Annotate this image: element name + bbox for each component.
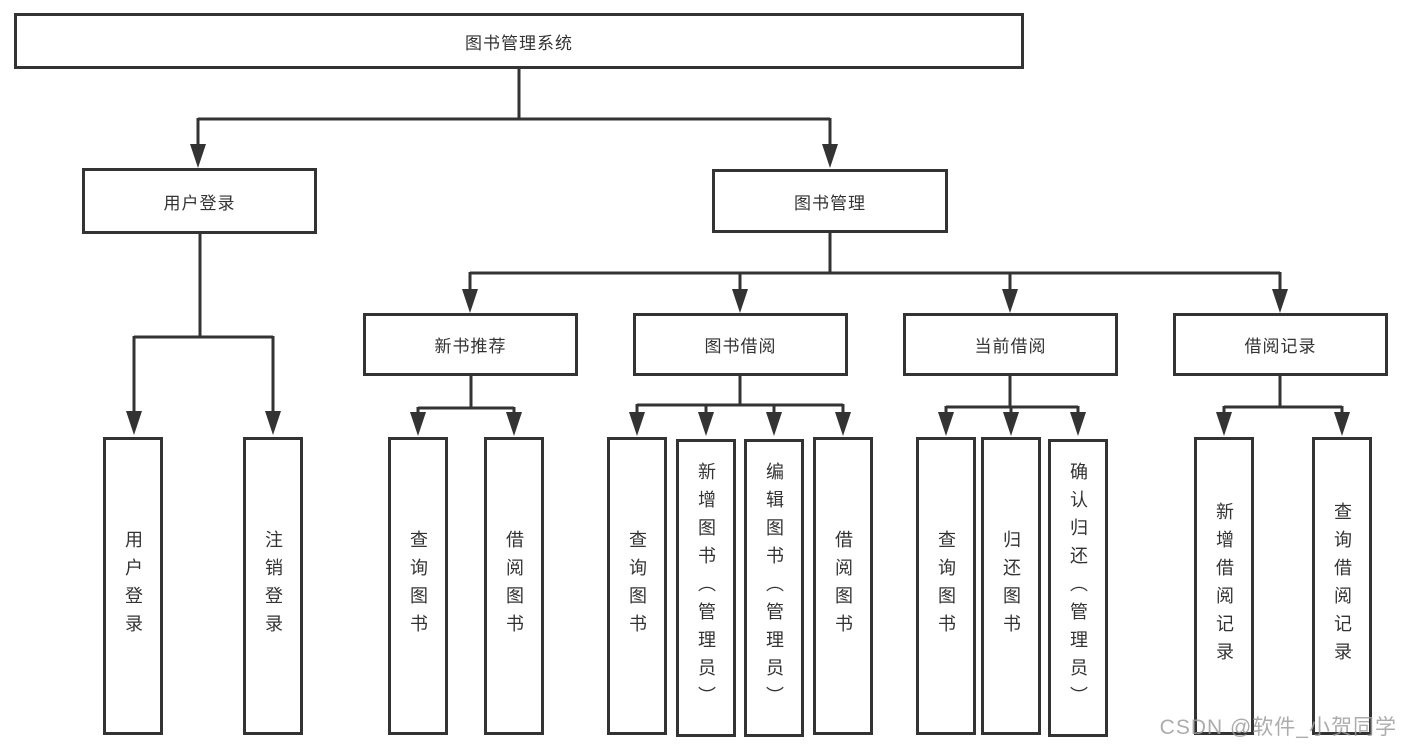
csdn-watermark: CSDN @软件_小贺同学: [1159, 716, 1397, 739]
node-new-book-recommend-label: 新书推荐: [434, 337, 507, 356]
leaf-logout-label: 注销登录: [263, 530, 283, 642]
node-current-borrowing: 当前借阅: [903, 313, 1118, 376]
leaf-query-books-recommend-label: 查询图书: [408, 530, 428, 642]
node-root-label: 图书管理系统: [465, 33, 573, 53]
leaf-confirm-return-admin: 确认归还（管理员）: [1048, 439, 1108, 737]
leaf-add-books-admin-label: 新增图书（管理员）: [696, 462, 716, 714]
leaf-borrow-books-recommend-label: 借阅图书: [504, 530, 524, 642]
leaf-user-login-label: 用户登录: [123, 530, 143, 642]
node-book-borrowing: 图书借阅: [633, 313, 848, 376]
node-user-login-branch-label: 用户登录: [163, 193, 236, 213]
node-borrowing-records: 借阅记录: [1173, 313, 1388, 376]
node-borrowing-records-label: 借阅记录: [1244, 337, 1317, 356]
leaf-borrow-books-label: 借阅图书: [833, 530, 853, 642]
leaf-query-books-borrow: 查询图书: [607, 437, 667, 735]
node-current-borrowing-label: 当前借阅: [974, 337, 1047, 356]
node-user-login-branch: 用户登录: [82, 168, 317, 234]
leaf-borrow-books-recommend: 借阅图书: [484, 437, 544, 735]
leaf-return-books-label: 归还图书: [1001, 530, 1021, 642]
node-book-management-branch-label: 图书管理: [794, 193, 866, 213]
leaf-query-borrow-record-label: 查询借阅记录: [1332, 502, 1352, 670]
leaf-query-books-recommend: 查询图书: [388, 437, 448, 735]
leaf-add-books-admin: 新增图书（管理员）: [676, 439, 736, 737]
leaf-borrow-books: 借阅图书: [813, 437, 873, 735]
leaf-edit-books-admin: 编辑图书（管理员）: [744, 439, 804, 737]
leaf-query-books-borrow-label: 查询图书: [627, 530, 647, 642]
leaf-query-books-current-label: 查询图书: [936, 530, 956, 642]
node-new-book-recommend: 新书推荐: [363, 313, 578, 376]
node-book-borrowing-label: 图书借阅: [704, 337, 777, 356]
leaf-query-books-current: 查询图书: [916, 437, 976, 735]
leaf-add-borrow-record: 新增借阅记录: [1194, 437, 1254, 735]
leaf-user-login: 用户登录: [103, 437, 163, 735]
leaf-edit-books-admin-label: 编辑图书（管理员）: [764, 462, 784, 714]
leaf-query-borrow-record: 查询借阅记录: [1312, 437, 1372, 735]
node-book-management-branch: 图书管理: [712, 169, 948, 233]
leaf-add-borrow-record-label: 新增借阅记录: [1214, 502, 1234, 670]
leaf-logout: 注销登录: [243, 437, 303, 735]
node-root-system: 图书管理系统: [14, 13, 1024, 69]
leaf-confirm-return-admin-label: 确认归还（管理员）: [1068, 462, 1088, 714]
leaf-return-books: 归还图书: [981, 437, 1041, 735]
